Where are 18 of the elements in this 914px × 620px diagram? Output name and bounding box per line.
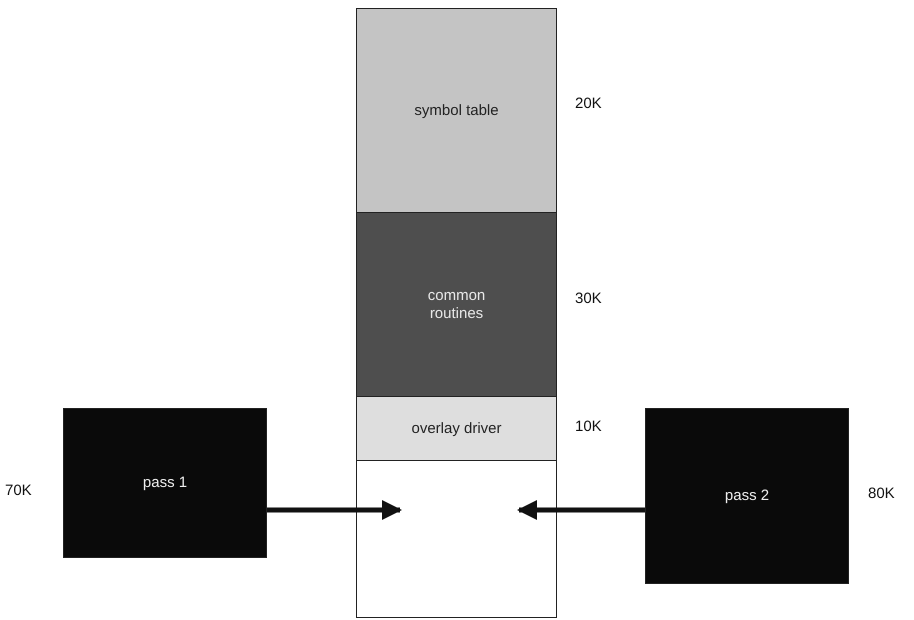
memory-block [63, 408, 267, 558]
arrow [267, 500, 402, 520]
memory-block [356, 8, 557, 213]
size-label: 70K [5, 482, 32, 499]
block-label: common routines [426, 287, 486, 322]
block-label: symbol table [413, 102, 500, 120]
size-label: 30K [575, 290, 602, 307]
block-label: pass 2 [724, 487, 770, 505]
arrow [517, 500, 645, 520]
memory-block [356, 212, 557, 397]
memory-block [356, 396, 557, 461]
memory-block [645, 408, 849, 584]
block-label: overlay driver [410, 420, 503, 438]
size-label: 20K [575, 95, 602, 112]
size-label: 10K [575, 418, 602, 435]
size-label: 80K [868, 485, 895, 502]
block-label: pass 1 [142, 474, 188, 492]
memory-box [356, 460, 557, 618]
